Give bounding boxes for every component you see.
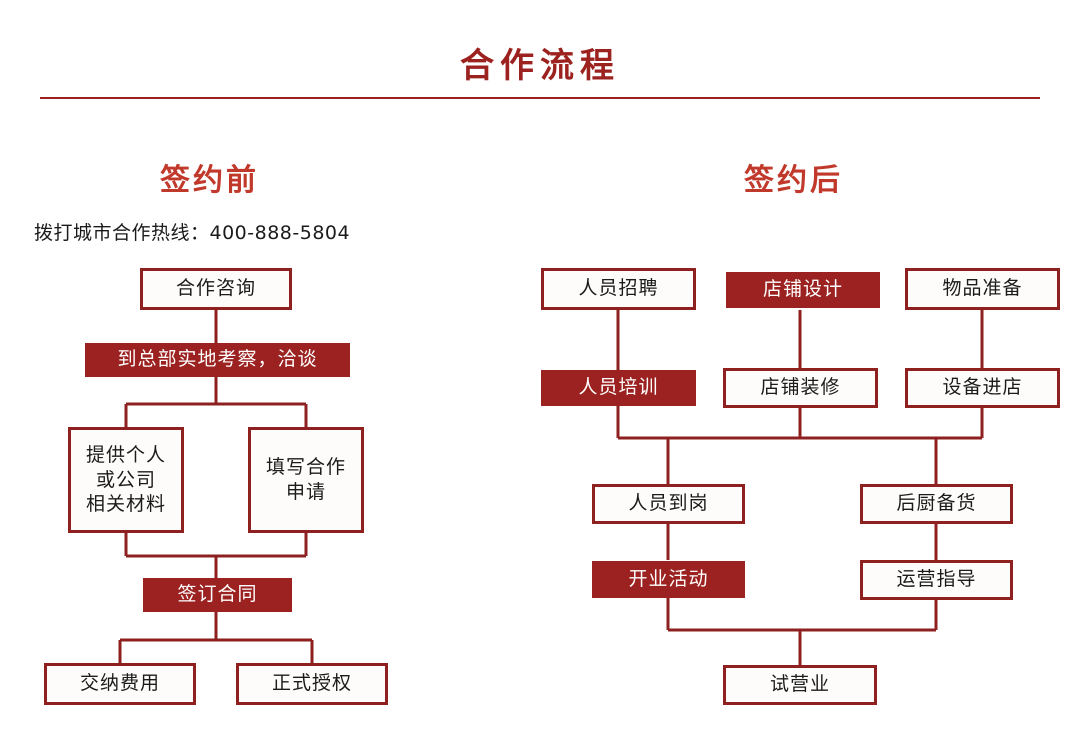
page-title: 合作流程 — [460, 46, 620, 86]
node-consult[interactable]: 合作咨询 — [140, 268, 292, 310]
title-divider — [40, 97, 1040, 99]
node-equipment-delivery[interactable]: 设备进店 — [905, 368, 1060, 408]
node-goods-preparation[interactable]: 物品准备 — [905, 268, 1060, 310]
node-opening-event[interactable]: 开业活动 — [592, 561, 745, 598]
node-sign-contract[interactable]: 签订合同 — [143, 578, 292, 612]
hotline-text: 拨打城市合作热线：400-888-5804 — [34, 222, 351, 244]
section-heading-pre-signing: 签约前 — [160, 163, 259, 198]
node-store-decoration[interactable]: 店铺装修 — [723, 368, 878, 408]
node-store-design[interactable]: 店铺设计 — [726, 272, 880, 308]
section-heading-post-signing: 签约后 — [744, 163, 843, 198]
node-formal-authorization[interactable]: 正式授权 — [236, 663, 388, 705]
node-kitchen-stocking[interactable]: 后厨备货 — [860, 484, 1013, 524]
node-staff-recruitment[interactable]: 人员招聘 — [541, 268, 696, 310]
node-operation-guidance[interactable]: 运营指导 — [860, 560, 1013, 600]
node-submit-materials[interactable]: 提供个人或公司相关材料 — [68, 427, 184, 533]
node-fill-application[interactable]: 填写合作申请 — [248, 427, 364, 533]
node-trial-operation[interactable]: 试营业 — [723, 665, 877, 705]
node-headquarters-visit[interactable]: 到总部实地考察，洽谈 — [85, 343, 350, 377]
node-staff-training[interactable]: 人员培训 — [541, 370, 696, 406]
node-pay-fee[interactable]: 交纳费用 — [44, 663, 196, 705]
node-staff-onboarding[interactable]: 人员到岗 — [592, 484, 745, 524]
